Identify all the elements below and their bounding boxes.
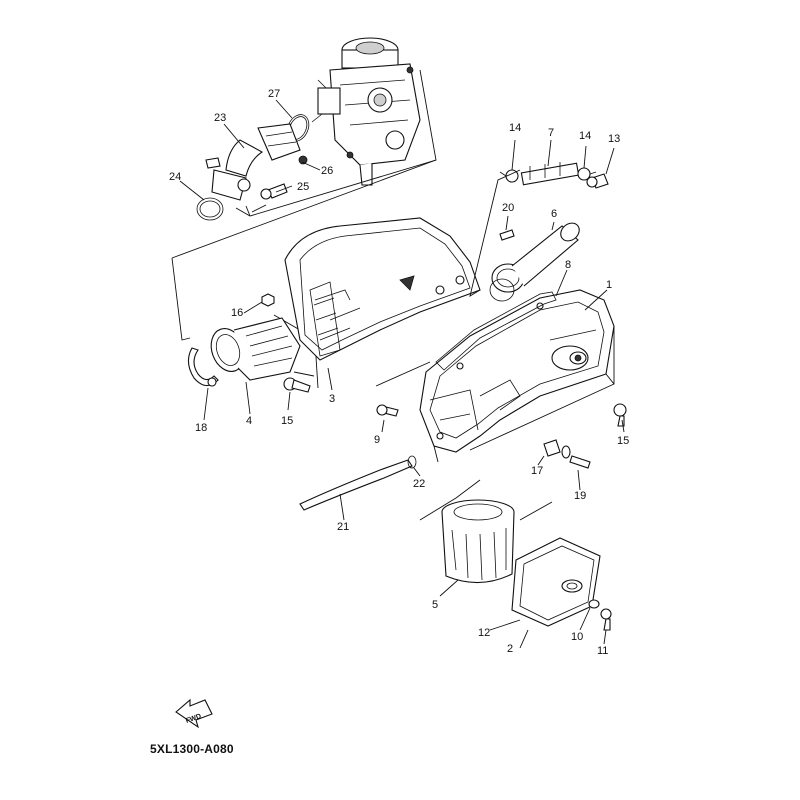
intake-joint bbox=[205, 123, 308, 201]
air-cleaner-case-inner bbox=[284, 217, 481, 361]
label-26: 26 bbox=[321, 165, 333, 177]
clip-22 bbox=[407, 455, 417, 469]
drain-hose-21 bbox=[299, 459, 413, 511]
label-5: 5 bbox=[432, 599, 438, 611]
label-24: 24 bbox=[169, 171, 181, 183]
duct-bracket-line bbox=[469, 169, 521, 297]
label-1: 1 bbox=[606, 279, 612, 291]
label-22: 22 bbox=[413, 478, 425, 490]
crankcase-cover bbox=[419, 289, 615, 453]
label-16: 16 bbox=[231, 307, 243, 319]
bolt-13 bbox=[586, 173, 609, 189]
bolt-11 bbox=[600, 608, 612, 631]
label-19: 19 bbox=[574, 490, 586, 502]
o-ring-24 bbox=[196, 197, 224, 221]
carburetor bbox=[311, 37, 421, 186]
label-9: 9 bbox=[374, 434, 380, 446]
filter-element-5 bbox=[441, 499, 515, 584]
diagram-code: 5XL1300-A080 bbox=[150, 742, 234, 756]
label-2: 2 bbox=[507, 643, 513, 655]
cover-outline-lines bbox=[433, 326, 615, 463]
label-17: 17 bbox=[531, 465, 543, 477]
label-15b: 15 bbox=[617, 435, 629, 447]
label-14b: 14 bbox=[579, 130, 591, 142]
label-18: 18 bbox=[195, 422, 207, 434]
label-20: 20 bbox=[502, 202, 514, 214]
filter-bracket-lines bbox=[419, 479, 553, 521]
nut-16 bbox=[261, 293, 275, 307]
fwd-arrow: FWD bbox=[175, 698, 213, 729]
label-21: 21 bbox=[337, 521, 349, 533]
label-3: 3 bbox=[329, 393, 335, 405]
label-8: 8 bbox=[565, 259, 571, 271]
carb-assembly-outline bbox=[235, 69, 437, 217]
label-11: 11 bbox=[597, 645, 608, 657]
bolt-19 bbox=[561, 445, 591, 469]
label-10: 10 bbox=[571, 631, 583, 643]
part-labels: 1 2 3 4 5 6 7 8 9 10 11 12 13 14 14 15 1… bbox=[169, 88, 629, 657]
clip-14-right bbox=[577, 167, 597, 181]
bolt-15-left bbox=[283, 377, 311, 393]
bolt-25 bbox=[260, 183, 288, 200]
label-6: 6 bbox=[551, 208, 557, 220]
label-13: 13 bbox=[608, 133, 620, 145]
collar-17 bbox=[543, 439, 561, 457]
label-4: 4 bbox=[246, 415, 252, 427]
label-23: 23 bbox=[214, 112, 226, 124]
label-7: 7 bbox=[548, 127, 554, 139]
label-14a: 14 bbox=[509, 122, 521, 134]
clamp-18 bbox=[187, 347, 219, 387]
screw-20 bbox=[499, 229, 515, 241]
gasket-8 bbox=[435, 291, 557, 371]
screw-9 bbox=[376, 404, 399, 417]
leader-lines bbox=[179, 99, 625, 649]
cleaner-cover-2 bbox=[511, 537, 601, 627]
duct-6 bbox=[489, 222, 580, 302]
label-25: 25 bbox=[297, 181, 309, 193]
bolt-15-right bbox=[613, 403, 627, 427]
label-12: 12 bbox=[478, 627, 490, 639]
label-27: 27 bbox=[268, 88, 280, 100]
hose-7 bbox=[520, 162, 580, 186]
label-15a: 15 bbox=[281, 415, 293, 427]
washer-10 bbox=[588, 599, 600, 609]
intake-duct bbox=[210, 317, 301, 381]
